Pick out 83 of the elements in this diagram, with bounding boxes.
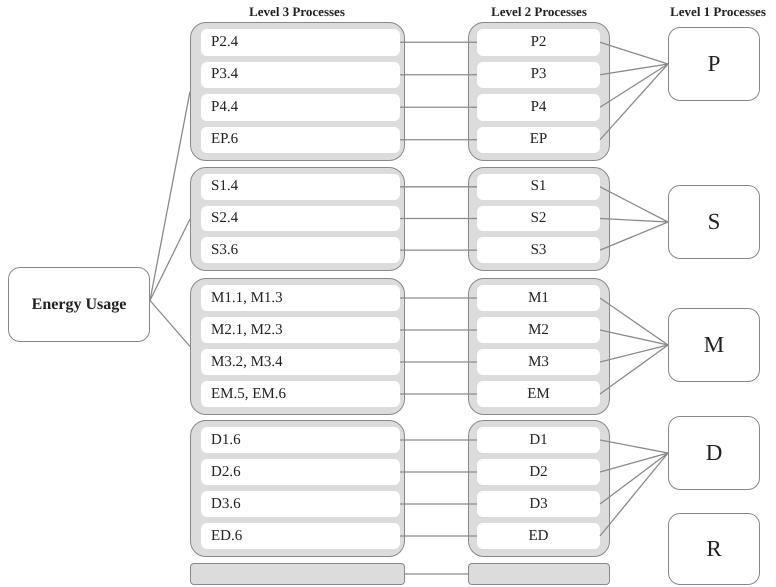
process-box: R	[668, 513, 760, 585]
connector-line	[600, 344, 668, 395]
connector-line	[400, 535, 477, 537]
process-row: D2	[477, 459, 600, 485]
process-row: M2.1, M2.3	[201, 317, 400, 343]
process-row: P3.4	[201, 62, 400, 88]
process-row: P3	[477, 62, 600, 88]
group-panel	[468, 22, 610, 161]
process-row: S2	[477, 206, 600, 232]
group-panel	[190, 167, 405, 271]
connector-line	[400, 393, 477, 395]
group-panel	[468, 420, 610, 557]
process-box: S	[668, 185, 760, 259]
group-panel	[190, 278, 405, 415]
connector-line	[600, 63, 668, 76]
process-row: D2.6	[201, 459, 400, 485]
process-row: P4	[477, 94, 600, 120]
process-row: S3	[477, 237, 600, 263]
process-row: EP.6	[201, 126, 400, 153]
process-row: D3.6	[201, 491, 400, 517]
process-row: M3.2, M3.4	[201, 349, 400, 375]
group-panel	[468, 278, 610, 415]
connector-line	[600, 452, 668, 473]
connector-line	[600, 297, 668, 346]
connector-line	[600, 221, 668, 251]
connector-line	[400, 186, 477, 188]
group-panel	[468, 167, 610, 271]
empty-bar	[468, 563, 610, 585]
connector-line	[400, 139, 477, 140]
process-row: P2	[477, 29, 600, 56]
process-row: P4.4	[201, 94, 400, 120]
column-heading: Level 1 Processes	[670, 4, 766, 20]
process-row: S2.4	[201, 206, 400, 232]
connector-line	[400, 297, 477, 299]
process-row: D1.6	[201, 427, 400, 453]
process-box: Energy Usage	[8, 267, 150, 342]
process-row: ED	[477, 523, 600, 549]
connector-line	[400, 250, 477, 251]
connector-line	[600, 218, 668, 223]
process-row: EM.5, EM.6	[201, 381, 400, 407]
process-row: EP	[477, 126, 600, 153]
connector-line	[149, 218, 191, 301]
connector-line	[600, 64, 668, 140]
connector-line	[400, 361, 477, 363]
process-row: D1	[477, 427, 600, 453]
connector-line	[400, 218, 477, 220]
connector-line	[600, 329, 668, 346]
connector-line	[400, 471, 477, 473]
connector-line	[400, 106, 477, 108]
column-heading: Level 3 Processes	[249, 4, 345, 20]
process-box: M	[668, 308, 760, 382]
column-heading: Level 2 Processes	[491, 4, 587, 20]
process-row: M2	[477, 317, 600, 343]
connector-line	[400, 42, 477, 43]
connector-line	[400, 503, 477, 505]
process-box: D	[668, 416, 760, 490]
process-row: EM	[477, 381, 600, 407]
connector-line	[600, 439, 668, 454]
connector-line	[600, 344, 668, 363]
empty-bar	[190, 563, 405, 585]
process-row: ED.6	[201, 523, 400, 549]
process-box: P	[668, 27, 760, 101]
process-row: M3	[477, 349, 600, 375]
connector-line	[150, 300, 190, 347]
connector-line	[400, 439, 477, 441]
process-row: M1	[477, 285, 600, 311]
connector-line	[600, 452, 668, 505]
group-panel	[190, 22, 405, 161]
connector-line	[600, 42, 668, 65]
process-row: S1	[477, 174, 600, 200]
group-panel	[190, 420, 405, 557]
connector-line	[400, 329, 477, 331]
process-row: S3.6	[201, 237, 400, 263]
connector-line	[600, 63, 668, 108]
connector-line	[600, 452, 668, 536]
process-row: M1.1, M1.3	[201, 285, 400, 311]
connector-line	[149, 91, 191, 301]
process-row: S1.4	[201, 174, 400, 200]
connector-line	[405, 573, 468, 575]
connector-line	[400, 74, 477, 76]
process-row: D3	[477, 491, 600, 517]
process-row: P2.4	[201, 29, 400, 56]
connector-line	[600, 186, 668, 223]
